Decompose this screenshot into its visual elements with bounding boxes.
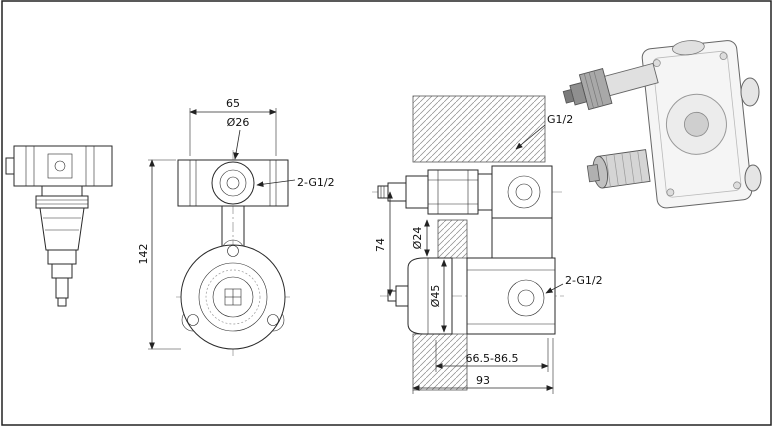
wall-hatch-bottom [412, 333, 468, 391]
dim-knob-diameter: Ø45 [429, 285, 442, 308]
dim-front-port-diameter: Ø26 [227, 116, 250, 129]
thread-label-bottom: 2-G1/2 [565, 274, 603, 287]
cartridge-stem-3d [562, 62, 659, 111]
thread-label-top: G1/2 [547, 113, 573, 126]
control-knob-3d [586, 149, 651, 189]
front-view: 65 Ø26 2-G1/2 142 [137, 97, 335, 356]
dim-depth-range: 66.5-86.5 [466, 352, 519, 365]
thread-label-front: 2-G1/2 [297, 176, 335, 189]
dim-wall-hole-diameter: Ø24 [411, 227, 424, 250]
section-view: G1/2 2-G1/2 74 Ø24 Ø45 66.5-86.5 [372, 95, 603, 394]
dim-front-height: 142 [137, 244, 150, 265]
dim-total-depth: 93 [476, 374, 490, 387]
dim-axis-offset: 74 [374, 238, 387, 252]
side-view [5, 145, 113, 307]
wall-hatch-middle [437, 219, 468, 259]
perspective-view [562, 40, 762, 209]
dim-front-width: 65 [226, 97, 240, 110]
port-bottom-right [744, 164, 762, 192]
port-top-right [740, 77, 760, 107]
wall-hatch-top [412, 95, 546, 163]
